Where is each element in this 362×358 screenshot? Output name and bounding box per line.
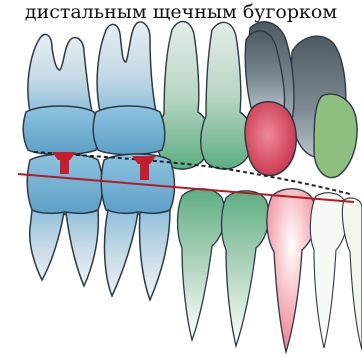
lower-molar-2-roots [105, 210, 170, 300]
lower-incisor-2 [342, 198, 362, 350]
figure-caption: дистальным щечным бугорком [0, 0, 362, 24]
upper-molar-2-roots [97, 22, 156, 112]
lower-premolar-2 [222, 191, 269, 346]
lower-premolar-1 [178, 189, 225, 340]
lower-incisor-1 [310, 193, 347, 348]
lower-molar-1-roots [30, 210, 99, 286]
upper-incisor-front [314, 94, 357, 177]
lower-canine [267, 189, 316, 352]
upper-molar-2-crown [93, 106, 165, 155]
upper-molar-1-crown [23, 106, 99, 155]
upper-molar-1-roots [28, 34, 92, 112]
upper-premolar-2 [201, 22, 252, 169]
upper-canine-crown [245, 102, 296, 176]
